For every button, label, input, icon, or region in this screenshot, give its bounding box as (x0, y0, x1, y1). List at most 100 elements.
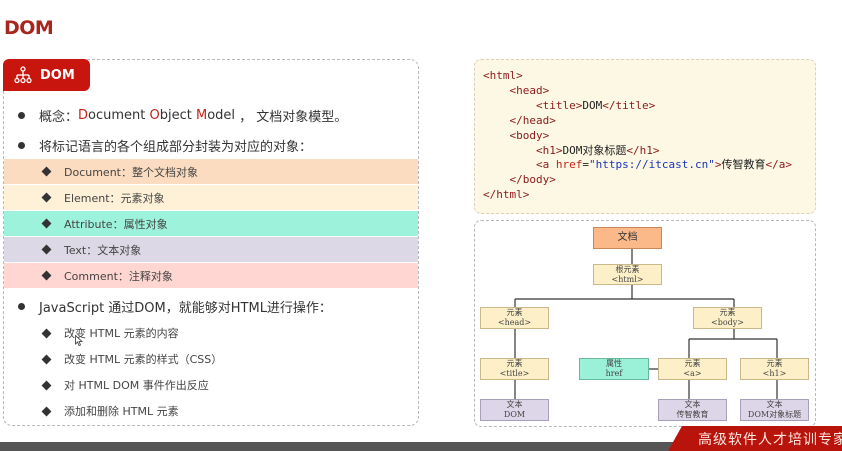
diamond-bullet-icon (41, 270, 52, 281)
code-line: </body> (483, 173, 815, 188)
code-token-plain (483, 129, 510, 142)
code-token-plain: DOM对象标题 (562, 143, 627, 157)
code-token-tag: </head> (509, 113, 556, 127)
concept-letter-o: O (149, 108, 160, 123)
operation-item: 对 HTML DOM 事件作出反应 (41, 377, 209, 393)
node-label: 根元素 (615, 264, 640, 274)
code-token-plain (483, 114, 510, 127)
javascript-text: JavaScript 通过DOM，就能够对HTML进行操作： (39, 301, 332, 316)
dom-concept-card (3, 59, 419, 426)
code-token-plain (483, 158, 536, 171)
bullet-encapsulation: 将标记语言的各个组成部分封装为对应的对象： (18, 136, 312, 155)
code-line: <body> (483, 129, 815, 144)
operation-item: 添加和删除 HTML 元素 (41, 403, 179, 419)
node-label: 文本 (766, 400, 783, 409)
concept-word-model: odel (207, 108, 236, 123)
code-token-tag: </a> (765, 158, 792, 172)
concept-word-object: bject (159, 108, 196, 123)
object-type-row: Text：文本对象 (4, 237, 418, 262)
node-sublabel: <body> (711, 318, 744, 327)
object-type-row: Attribute：属性对象 (4, 211, 418, 236)
diamond-bullet-icon (41, 244, 52, 255)
code-token-plain (483, 173, 510, 186)
dom-tree-diagram: 文档 根元素 <html> 元素 <head> 元素 <body> 元素 <ti… (474, 220, 816, 427)
diamond-bullet-icon (41, 166, 52, 177)
node-label: 文档 (617, 232, 638, 243)
code-token-tag: <title> (535, 98, 583, 112)
code-token-tag: </html> (483, 188, 530, 202)
code-token-tag: </body> (509, 173, 556, 187)
diamond-bullet-icon (41, 380, 52, 390)
mouse-cursor-icon (75, 335, 83, 346)
card-tab-dom: DOM (3, 59, 90, 91)
tree-node-text-h1: 文本 DOM对象标题 (740, 399, 809, 421)
node-sublabel: 传智教育 (676, 410, 709, 419)
node-label: 元素 (719, 308, 736, 317)
code-token-tag: <head> (509, 83, 550, 97)
tree-node-html: 根元素 <html> (593, 264, 662, 285)
node-label: 属性 (606, 359, 622, 368)
object-type-label: Document：整个文档对象 (64, 165, 198, 179)
tree-node-a: 元素 <a> (658, 358, 727, 380)
operation-label: 改变 HTML 元素的样式（CSS） (64, 353, 223, 366)
concept-suffix: ， 文档对象模型。 (235, 110, 348, 125)
sitemap-icon (14, 66, 32, 84)
node-label: 元素 (506, 359, 523, 368)
object-type-row: Document：整个文档对象 (4, 159, 418, 184)
concept-word-document: ocument (88, 108, 150, 123)
card-tab-label: DOM (40, 67, 75, 83)
object-type-label: Comment：注释对象 (64, 269, 173, 283)
node-sublabel: DOM对象标题 (747, 410, 802, 419)
node-label: 元素 (506, 308, 523, 317)
node-sublabel: <html> (611, 274, 644, 284)
code-line: <title>DOM</title> (483, 99, 815, 114)
code-token-plain (483, 84, 510, 97)
code-line: <a href="https://itcast.cn">传智教育</a> (483, 158, 815, 173)
footer-banner: 高级软件人才培训专家 (668, 426, 842, 451)
code-line: </head> (483, 114, 815, 129)
diamond-bullet-icon (41, 192, 52, 203)
node-sublabel: <title> (499, 369, 530, 378)
node-sublabel: <h1> (762, 369, 787, 378)
node-sublabel: <head> (497, 318, 532, 327)
bullet-javascript: JavaScript 通过DOM，就能够对HTML进行操作： (18, 297, 332, 316)
tree-node-body: 元素 <body> (693, 307, 762, 329)
code-token-plain: DOM (582, 98, 603, 112)
object-type-label: Text：文本对象 (64, 243, 142, 257)
tree-node-text-dom: 文本 DOM (480, 399, 549, 421)
tree-node-document: 文档 (593, 227, 662, 249)
code-token-tag: <h1> (535, 143, 563, 157)
code-token-attr: href (555, 158, 583, 172)
node-label: 元素 (766, 359, 783, 368)
code-token-tag: </title> (602, 98, 656, 112)
operation-label: 添加和删除 HTML 元素 (64, 405, 179, 418)
node-label: 元素 (684, 359, 701, 368)
node-label: 文本 (506, 400, 523, 409)
node-sublabel: href (605, 369, 623, 378)
concept-letter-m: M (196, 108, 208, 123)
tree-node-title: 元素 <title> (480, 358, 549, 380)
node-sublabel: DOM (503, 410, 526, 419)
html-code-block: <html> <head> <title>DOM</title> </head>… (474, 59, 816, 214)
node-label: 文本 (684, 400, 701, 409)
concept-prefix: 概念： (39, 110, 79, 125)
bullet-dot-icon (18, 112, 25, 119)
object-type-row: Element：元素对象 (4, 185, 418, 210)
operation-label: 对 HTML DOM 事件作出反应 (64, 379, 209, 392)
operation-item: 改变 HTML 元素的内容 (41, 325, 179, 341)
bullet-dot-icon (18, 303, 25, 310)
tree-connectors (514, 249, 778, 399)
code-token-tag: <a (535, 158, 556, 172)
code-line: <h1>DOM对象标题</h1> (483, 144, 815, 159)
node-sublabel: <a> (683, 369, 702, 378)
diamond-bullet-icon (41, 328, 52, 338)
footer-bar (0, 442, 842, 451)
page-title: DOM (4, 17, 54, 39)
tree-node-head: 元素 <head> (480, 307, 549, 329)
code-token-plain: 传智教育 (721, 158, 766, 172)
tree-node-href: 属性 href (579, 358, 649, 380)
object-type-row: Comment：注释对象 (4, 263, 418, 288)
tree-node-h1: 元素 <h1> (740, 358, 809, 380)
encapsulation-text: 将标记语言的各个组成部分封装为对应的对象： (39, 140, 313, 155)
footer-banner-text: 高级软件人才培训专家 (698, 431, 842, 448)
